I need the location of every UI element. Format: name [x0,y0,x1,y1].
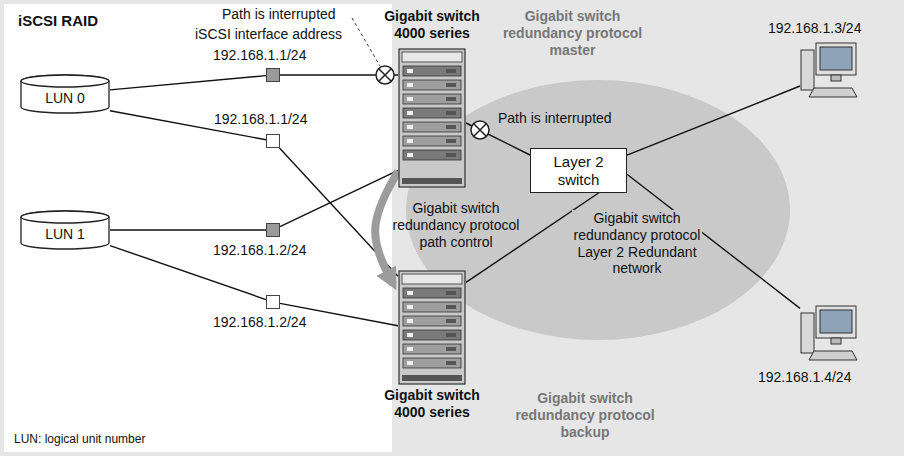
annotation: iSCSI interface address [195,26,355,43]
interface-port: 192.168.1.2/24 [266,223,280,237]
node-label: Gigabit switch 4000 series [372,387,492,421]
node-label: Layer 2 switch [537,153,620,188]
node-label: 192.168.1.2/24 [213,242,325,259]
pc-icon [800,305,858,363]
interface-port: 192.168.1.1/24 [266,68,280,82]
node-label: 192.168.1.4/24 [758,369,868,386]
annotation: Path is interrupted [222,6,357,23]
annotation: LUN: logical unit number [14,432,234,446]
client-pc: 192.168.1.4/24 [800,305,858,363]
client-pc: 192.168.1.3/24 [800,42,858,100]
annotation: Gigabit switch redundancy protocol backu… [505,390,665,440]
network-link [110,229,266,230]
node-label: 192.168.1.1/24 [213,111,327,128]
interface-port: 192.168.1.1/24 [266,134,280,148]
network-link [627,86,800,155]
node-label: Gigabit switch 4000 series [372,8,492,42]
node-label: LUN 0 [45,90,85,106]
node-label: iSCSI RAID [18,12,98,30]
node-label: LUN 1 [45,226,85,242]
lun-cylinder: LUN 0 [20,74,110,114]
interruption-mark [376,66,394,84]
annotation: Gigabit switch redundancy protocol maste… [495,8,650,58]
storage-panel: iSCSI RAID LUN 0 192.168.1.1/24 192.168.1.1… [4,4,392,452]
network-link [110,76,266,90]
edge-label: Gigabit switch redundancy protocol path … [392,200,520,250]
annotation: Gigabit switch redundancy protocol Layer… [572,210,702,277]
switch-chassis [398,270,466,385]
annotation: Path is interrupted [498,110,638,127]
interface-port: 192.168.1.2/24 [266,295,280,309]
pc-icon [800,42,858,100]
interruption-mark [471,121,489,139]
gigabit-switch: Gigabit switch 4000 series [398,48,466,188]
node-label: 192.168.1.2/24 [213,314,325,331]
lun-cylinder: LUN 1 [20,210,110,250]
leader-line [352,18,380,66]
node-label: 192.168.1.1/24 [213,47,325,64]
node-label: 192.168.1.3/24 [768,20,878,37]
layer2-switch-box: Layer 2 switch [530,148,627,193]
raid-panel-ground [4,4,392,452]
gigabit-switch: Gigabit switch 4000 series [398,270,466,385]
switch-chassis [398,48,466,188]
